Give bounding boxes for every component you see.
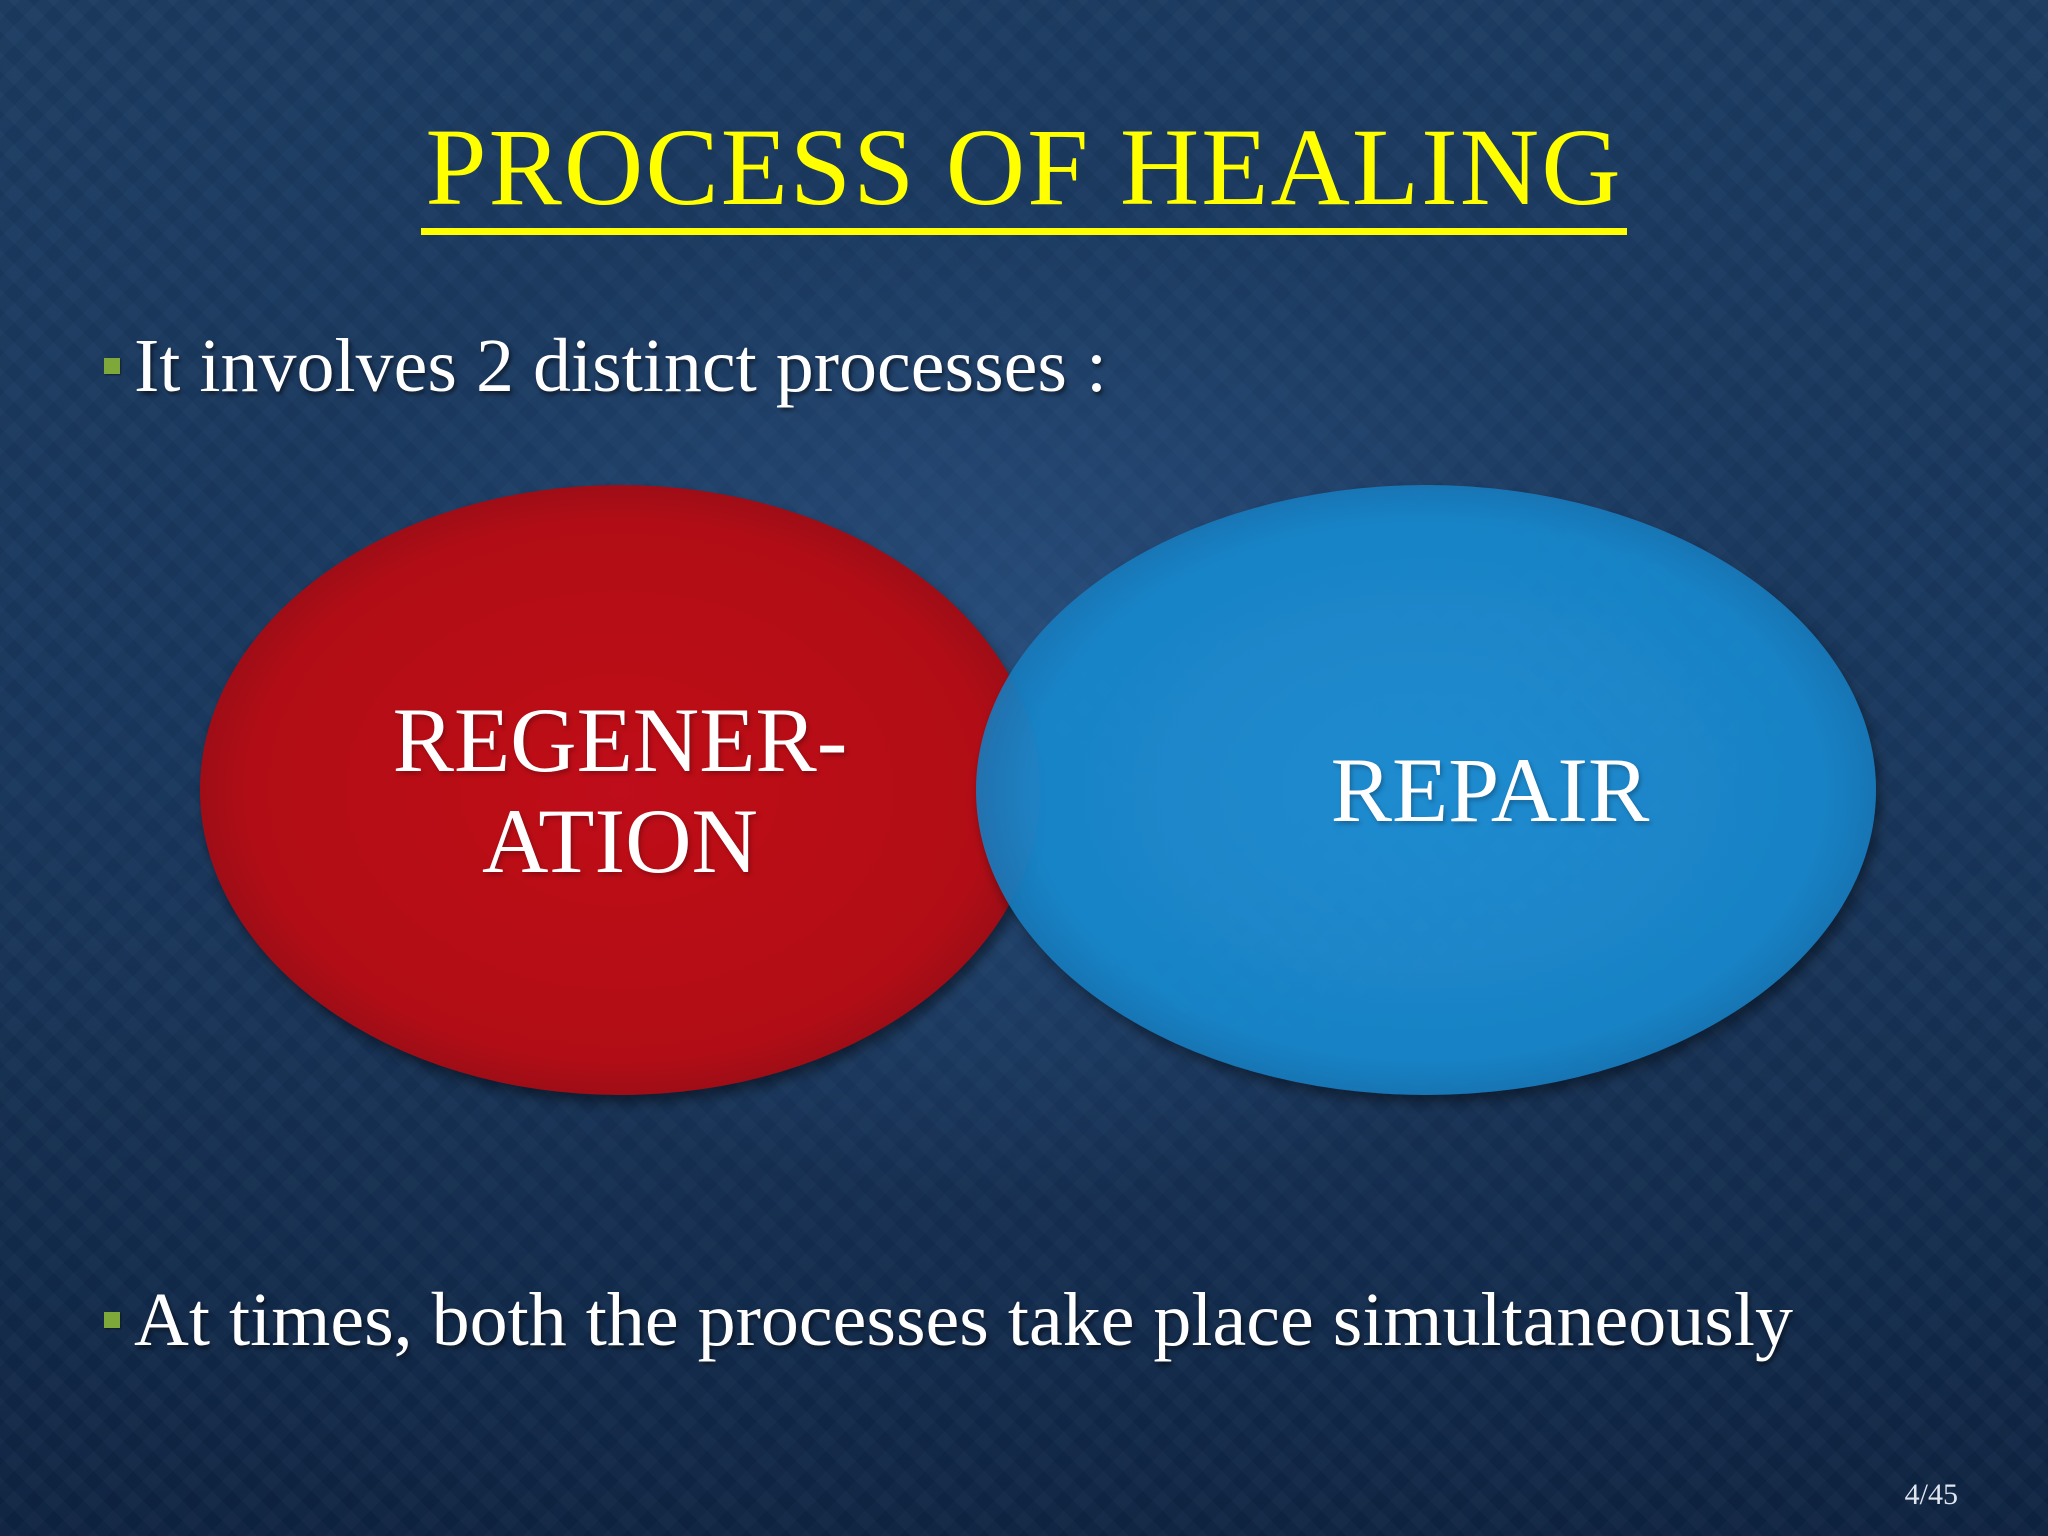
bullet-text-1: It involves 2 distinct processes : bbox=[134, 324, 1108, 408]
regeneration-label: REGENER- ATION bbox=[300, 689, 940, 893]
slide-title-text: PROCESS OF HEALING bbox=[421, 112, 1627, 235]
bullet-text-2: At times, both the processes take place … bbox=[134, 1278, 1793, 1362]
regeneration-circle bbox=[200, 485, 1040, 1095]
bullet-item-1: It involves 2 distinct processes : bbox=[104, 328, 1107, 404]
square-bullet-icon bbox=[104, 1312, 120, 1328]
square-bullet-icon bbox=[104, 358, 120, 374]
bullet-item-2: At times, both the processes take place … bbox=[104, 1282, 1793, 1358]
slide-title: PROCESS OF HEALING bbox=[0, 112, 2048, 235]
regeneration-label-line-1: REGENER- bbox=[392, 689, 848, 791]
page-number: 4/45 bbox=[1904, 1478, 1958, 1511]
regeneration-label-line-2: ATION bbox=[482, 790, 758, 893]
repair-label: REPAIR bbox=[1330, 739, 1650, 841]
repair-circle bbox=[976, 485, 1876, 1095]
